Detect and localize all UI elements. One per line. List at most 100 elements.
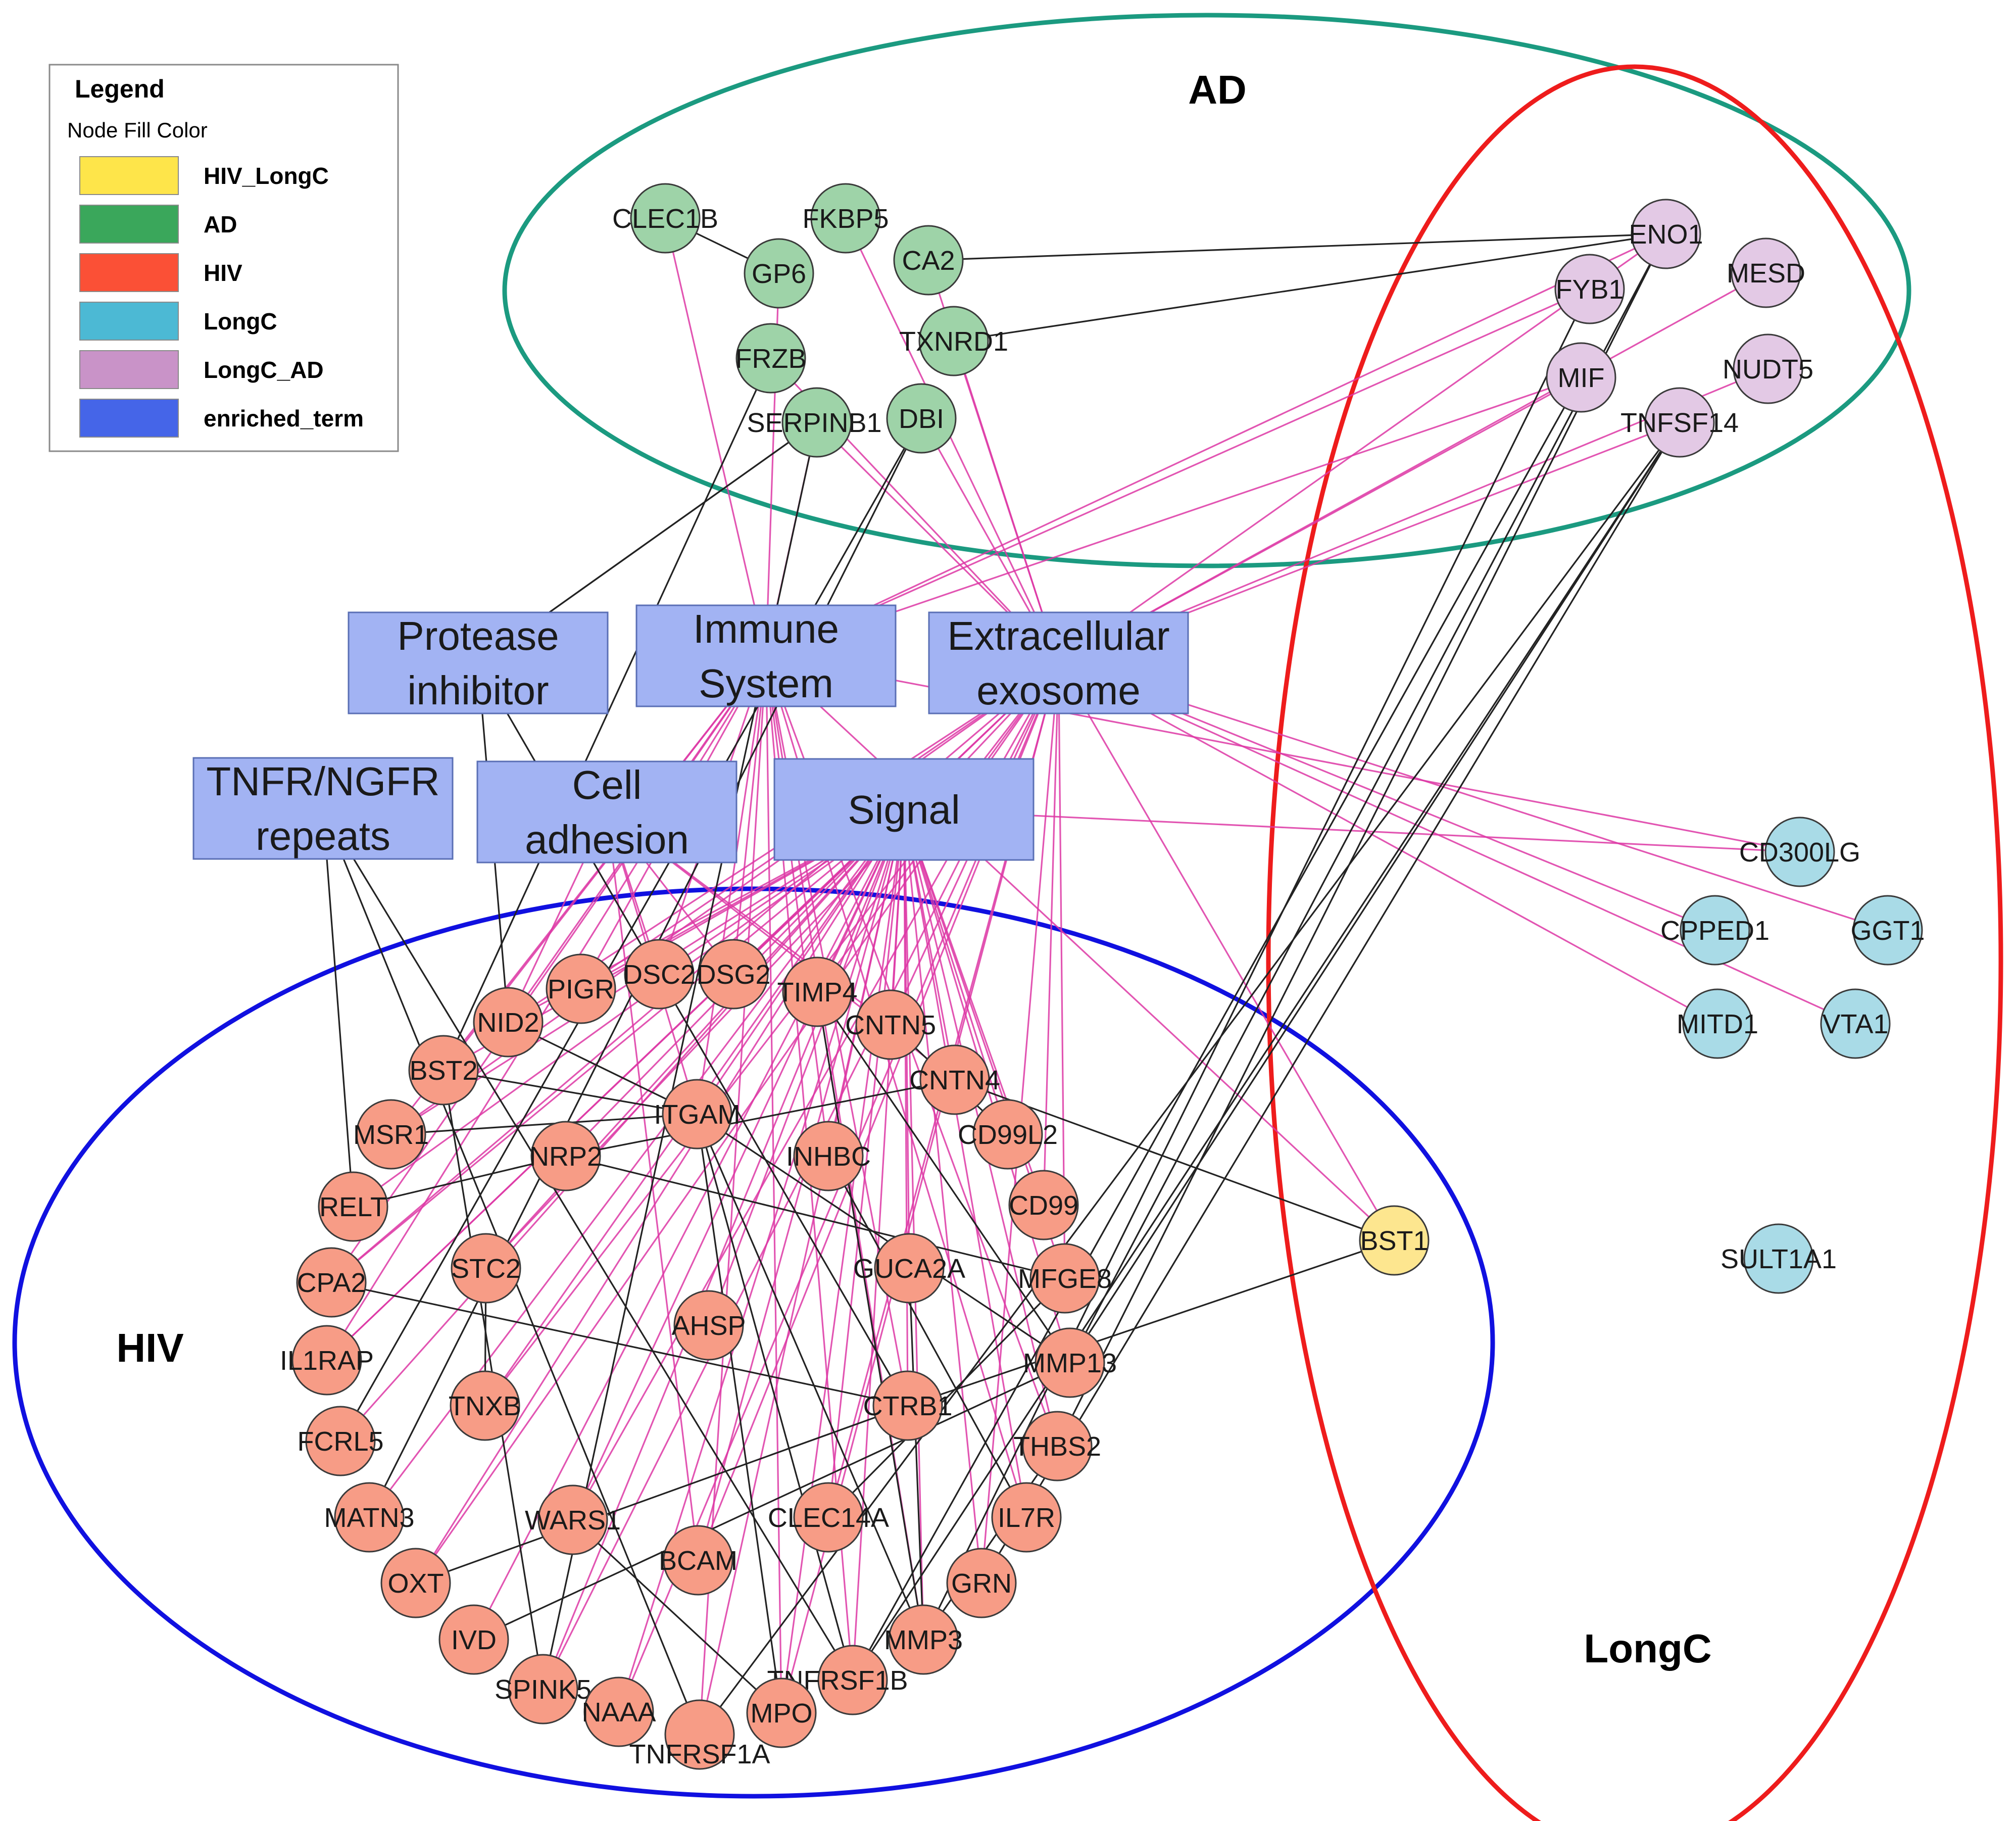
edge-term-signal-AHSP <box>708 809 905 1326</box>
node-grn[interactable]: GRN <box>946 1548 1017 1618</box>
node-circle <box>888 1604 959 1675</box>
node-eno1[interactable]: ENO1 <box>1629 199 1703 269</box>
node-tnfsf14[interactable]: TNFSF14 <box>1620 387 1739 458</box>
node-ahsp[interactable]: AHSP <box>671 1290 746 1361</box>
node-inhbc[interactable]: INHBC <box>786 1121 871 1191</box>
node-nrp2[interactable]: NRP2 <box>529 1121 602 1191</box>
node-circle <box>408 1035 479 1106</box>
edge-ppi-TIMP4-MMP3 <box>816 991 924 1640</box>
node-mif[interactable]: MIF <box>1546 342 1616 413</box>
node-stc2[interactable]: STC2 <box>451 1233 521 1304</box>
node-txnrd1[interactable]: TXNRD1 <box>899 306 1008 376</box>
node-clec1b[interactable]: CLEC1B <box>612 183 718 254</box>
edge-ppi-NRP2-MFGE8 <box>565 1155 1065 1279</box>
node-ca2[interactable]: CA2 <box>893 225 964 296</box>
term-label: adhesion <box>525 817 689 862</box>
node-circle <box>450 1370 520 1441</box>
node-cntn5[interactable]: CNTN5 <box>845 989 936 1060</box>
node-cd99[interactable]: CD99 <box>1008 1170 1079 1240</box>
node-mmp3[interactable]: MMP3 <box>884 1604 963 1675</box>
node-label: CD99L2 <box>958 1120 1058 1150</box>
edge-ppi-DBI-FCRL5 <box>339 418 922 1442</box>
node-label: CD99 <box>1009 1190 1078 1221</box>
node-matn3[interactable]: MATN3 <box>324 1482 415 1553</box>
legend-subtitle: Node Fill Color <box>67 118 208 142</box>
node-circle <box>782 956 853 1027</box>
node-gp6[interactable]: GP6 <box>744 238 814 309</box>
node-circle <box>673 1290 744 1361</box>
node-nid2[interactable]: NID2 <box>473 987 544 1058</box>
node-wars1[interactable]: WARS1 <box>525 1484 621 1555</box>
node-ivd[interactable]: IVD <box>438 1604 509 1675</box>
node-mitd1[interactable]: MITD1 <box>1677 988 1758 1059</box>
node-mfge8[interactable]: MFGE8 <box>1018 1243 1112 1314</box>
edge-ppi-TNFSF14-TNFRSF1B <box>852 422 1681 1681</box>
node-label: NID2 <box>477 1008 539 1038</box>
node-msr1[interactable]: MSR1 <box>353 1099 429 1170</box>
node-clec14a[interactable]: CLEC14A <box>768 1482 889 1553</box>
node-dbi[interactable]: DBI <box>886 383 957 454</box>
node-oxt[interactable]: OXT <box>380 1548 451 1618</box>
edge-term-signal-GRN <box>903 809 982 1584</box>
node-il7r[interactable]: IL7R <box>991 1482 1062 1553</box>
node-ggt1[interactable]: GGT1 <box>1850 895 1925 966</box>
edge-ppi-GUCA2A-MMP3 <box>908 1268 924 1640</box>
node-bcam[interactable]: BCAM <box>659 1525 737 1596</box>
node-circle <box>663 1525 733 1596</box>
node-sult1a1[interactable]: SULT1A1 <box>1720 1223 1837 1294</box>
legend-item-hiv-longc: HIV_LongC <box>79 156 329 195</box>
node-il1rap[interactable]: IL1RAP <box>280 1325 374 1396</box>
node-fcrl5[interactable]: FCRL5 <box>297 1406 384 1476</box>
node-relt[interactable]: RELT <box>318 1171 388 1242</box>
node-serpinb1[interactable]: SERPINB1 <box>747 387 882 458</box>
node-nudt5[interactable]: NUDT5 <box>1723 333 1813 404</box>
node-label: TXNRD1 <box>899 326 1008 357</box>
node-label: CTRB1 <box>863 1391 952 1421</box>
node-thbs2[interactable]: THBS2 <box>1013 1411 1101 1481</box>
term-label: Extracellular <box>947 613 1169 658</box>
edge-term-signal-INHBC <box>827 809 905 1157</box>
node-tnxb[interactable]: TNXB <box>449 1370 521 1441</box>
node-mesd[interactable]: MESD <box>1727 237 1805 308</box>
node-tnfrsf1b[interactable]: TNFRSF1B <box>767 1645 908 1715</box>
node-circle <box>1546 342 1616 413</box>
node-tnfrsf1a[interactable]: TNFRSF1A <box>629 1699 770 1770</box>
enriched-term-signal[interactable]: Signal <box>773 758 1035 861</box>
node-cntn4[interactable]: CNTN4 <box>909 1044 1000 1115</box>
node-naaa[interactable]: NAAA <box>581 1676 656 1747</box>
node-cpped1[interactable]: CPPED1 <box>1660 895 1769 966</box>
node-fkbp5[interactable]: FKBP5 <box>802 183 889 254</box>
node-circle <box>662 1079 732 1149</box>
node-itgam[interactable]: ITGAM <box>654 1079 741 1149</box>
node-bst2[interactable]: BST2 <box>408 1035 479 1106</box>
node-mmp13[interactable]: MMP13 <box>1023 1327 1117 1398</box>
edge-term-signal-WARS1 <box>572 809 905 1520</box>
node-circle <box>508 1654 578 1724</box>
node-cd300lg[interactable]: CD300LG <box>1739 817 1860 887</box>
node-timp4[interactable]: TIMP4 <box>777 956 858 1027</box>
node-pigr[interactable]: PIGR <box>546 953 616 1024</box>
node-mpo[interactable]: MPO <box>746 1678 817 1748</box>
node-label: NAAA <box>581 1697 656 1728</box>
node-spink5[interactable]: SPINK5 <box>495 1654 592 1724</box>
node-vta1[interactable]: VTA1 <box>1820 988 1891 1059</box>
group-label-longc: LongC <box>1584 1626 1711 1671</box>
node-guca2a[interactable]: GUCA2A <box>853 1233 965 1304</box>
node-bst1[interactable]: BST1 <box>1359 1205 1430 1276</box>
node-dsc2[interactable]: DSC2 <box>623 939 696 1010</box>
node-frzb[interactable]: FRZB <box>735 323 807 394</box>
node-circle <box>1682 988 1753 1059</box>
node-cpa2[interactable]: CPA2 <box>296 1247 367 1318</box>
term-box <box>928 611 1189 714</box>
node-dsg2[interactable]: DSG2 <box>696 939 771 1010</box>
node-cd99l2[interactable]: CD99L2 <box>958 1099 1058 1170</box>
node-ctrb1[interactable]: CTRB1 <box>863 1370 953 1441</box>
node-circle <box>1680 895 1750 966</box>
node-fyb1[interactable]: FYB1 <box>1554 254 1625 324</box>
